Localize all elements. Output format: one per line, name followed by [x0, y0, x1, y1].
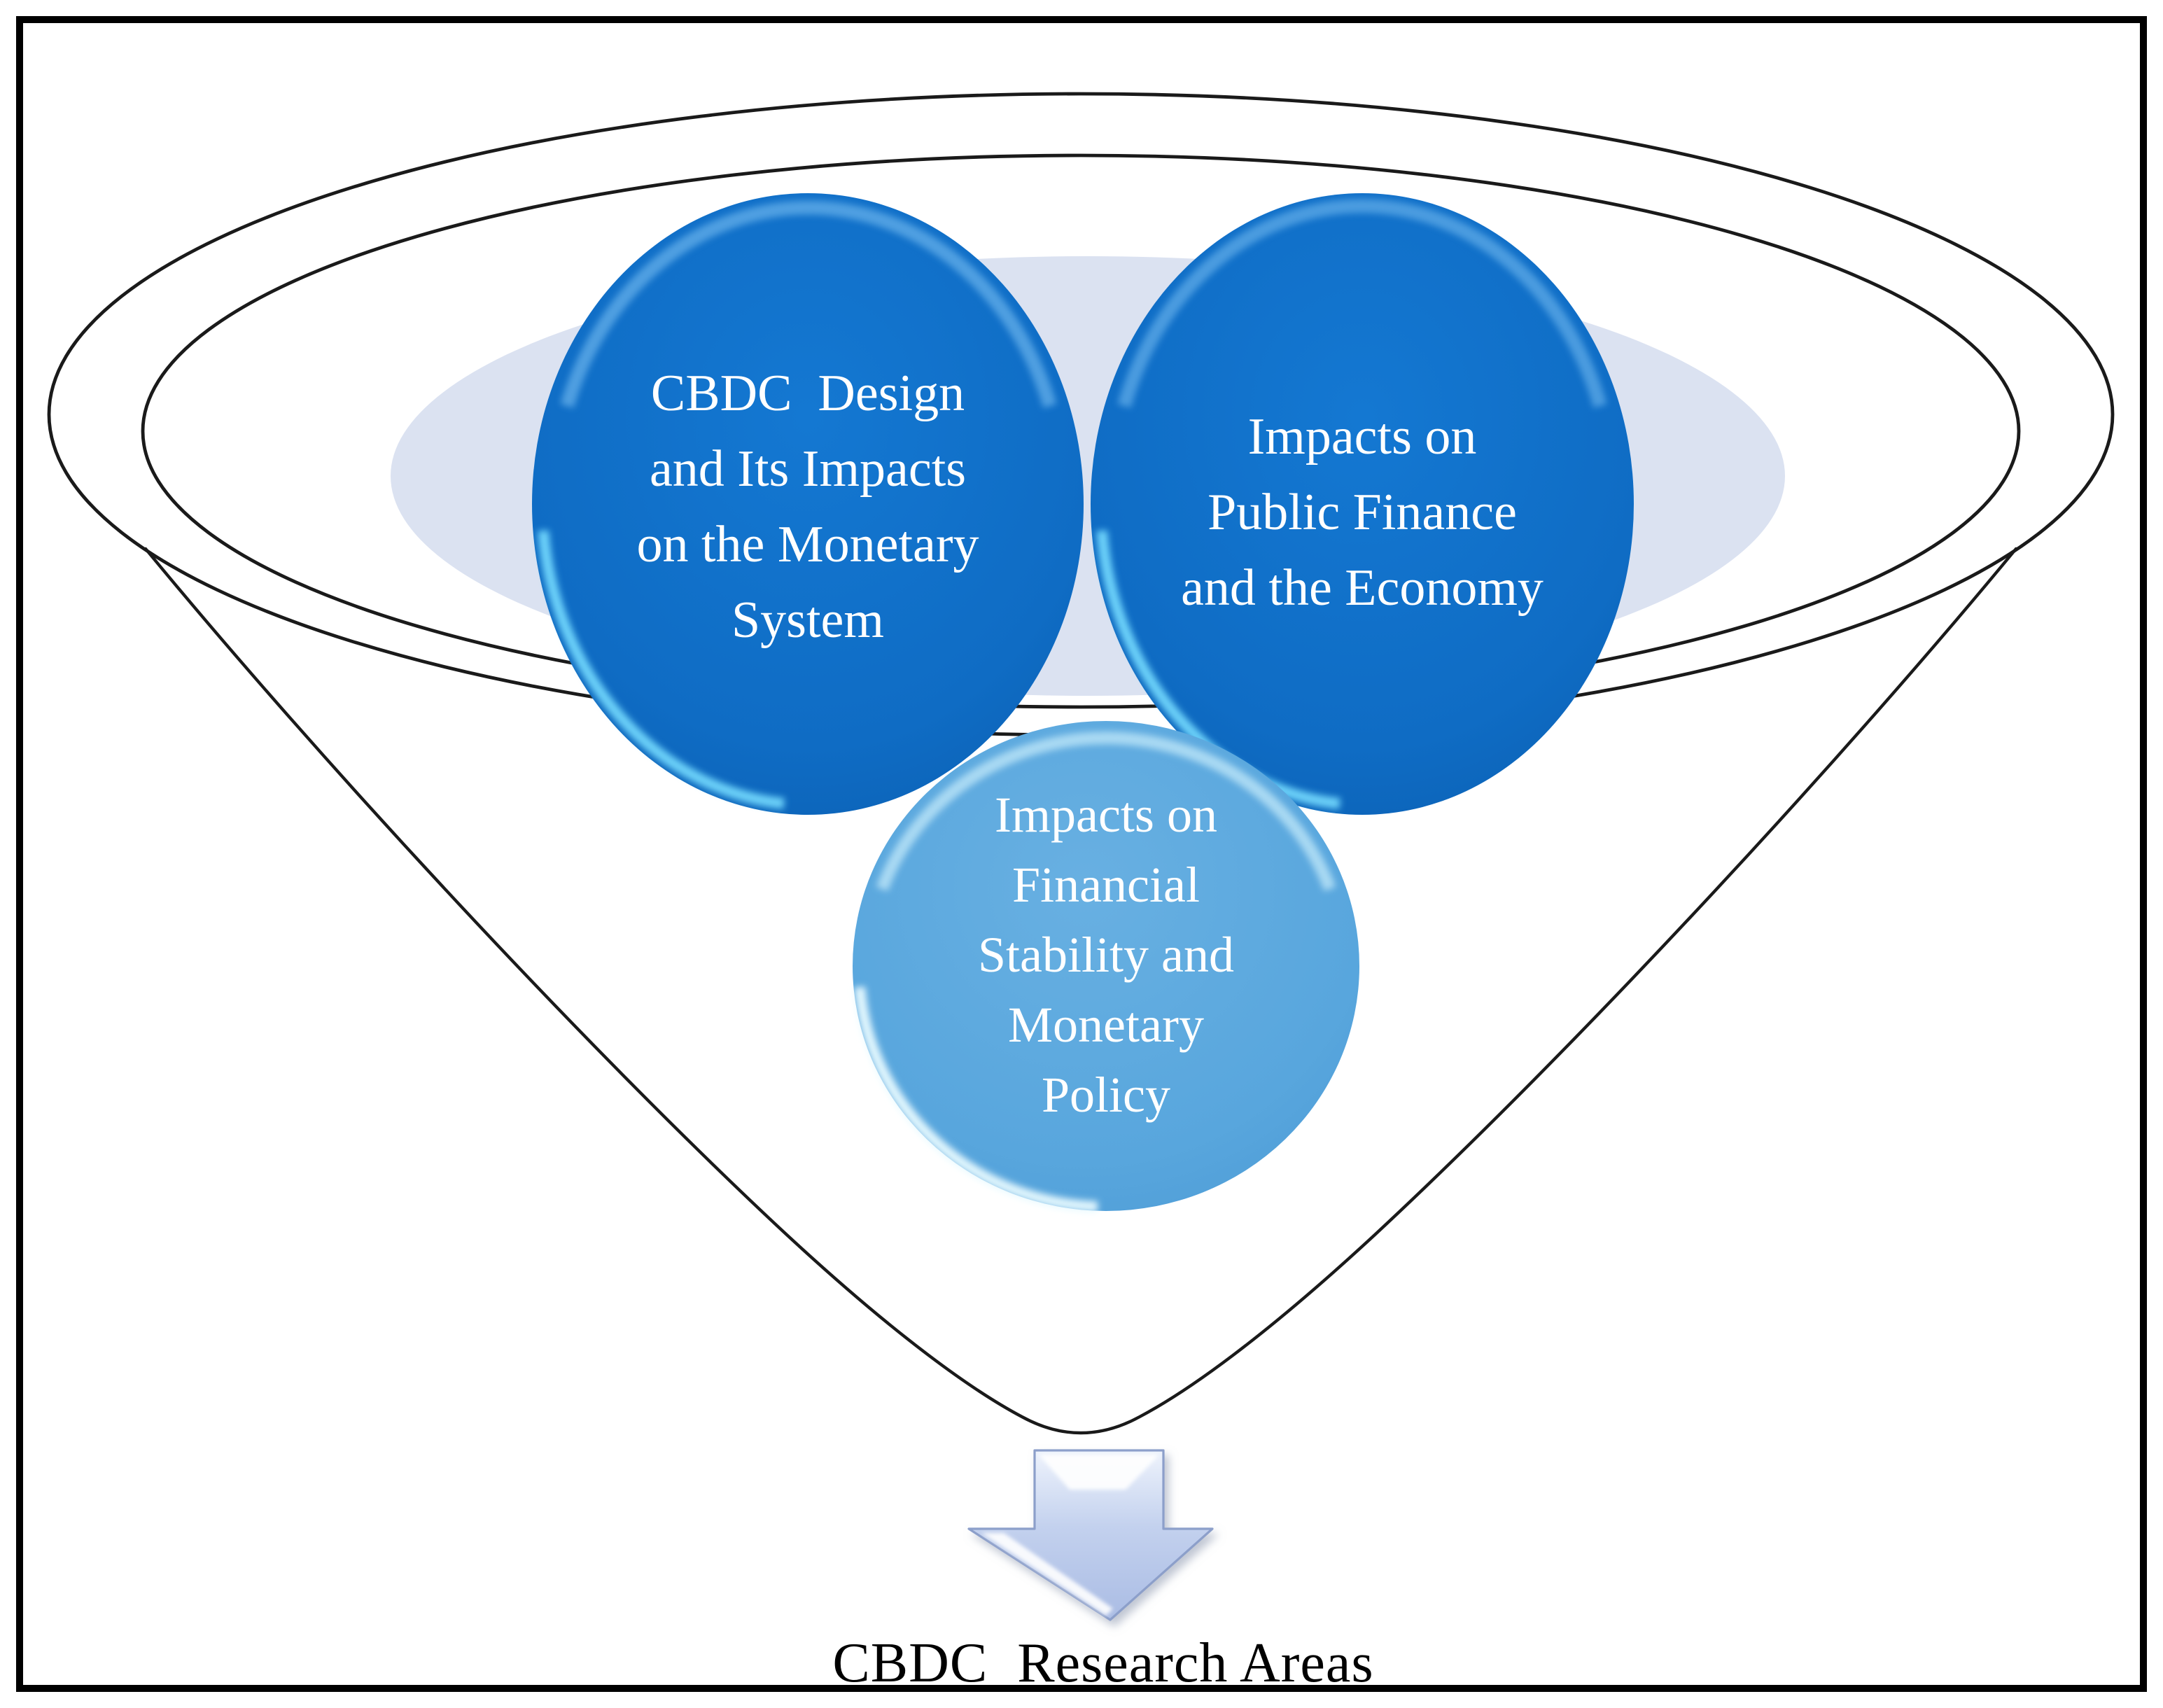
- down-arrow-body: [967, 1449, 1214, 1621]
- funnel-cone-outline: [144, 547, 2018, 1435]
- gloss-highlight: [876, 732, 1336, 892]
- rim-highlight: [538, 530, 785, 809]
- down-arrow-icon: [967, 1449, 1214, 1621]
- down-arrow-top-gloss: [1039, 1455, 1159, 1490]
- bubble-circle: [1091, 193, 1634, 815]
- diagram-caption: CBDC Research Areas: [832, 1632, 1373, 1694]
- bubble-circle: [532, 193, 1084, 815]
- rim-highlight: [854, 986, 1098, 1212]
- diagram-border: [16, 16, 2147, 1692]
- rim-highlight: [1096, 530, 1340, 809]
- gloss-highlight: [1117, 199, 1607, 408]
- gloss-highlight: [560, 200, 1057, 408]
- down-arrow-edge-gloss: [981, 1533, 1113, 1616]
- bubble-circle: [853, 721, 1359, 1211]
- funnel-rim-inner: [141, 153, 2021, 709]
